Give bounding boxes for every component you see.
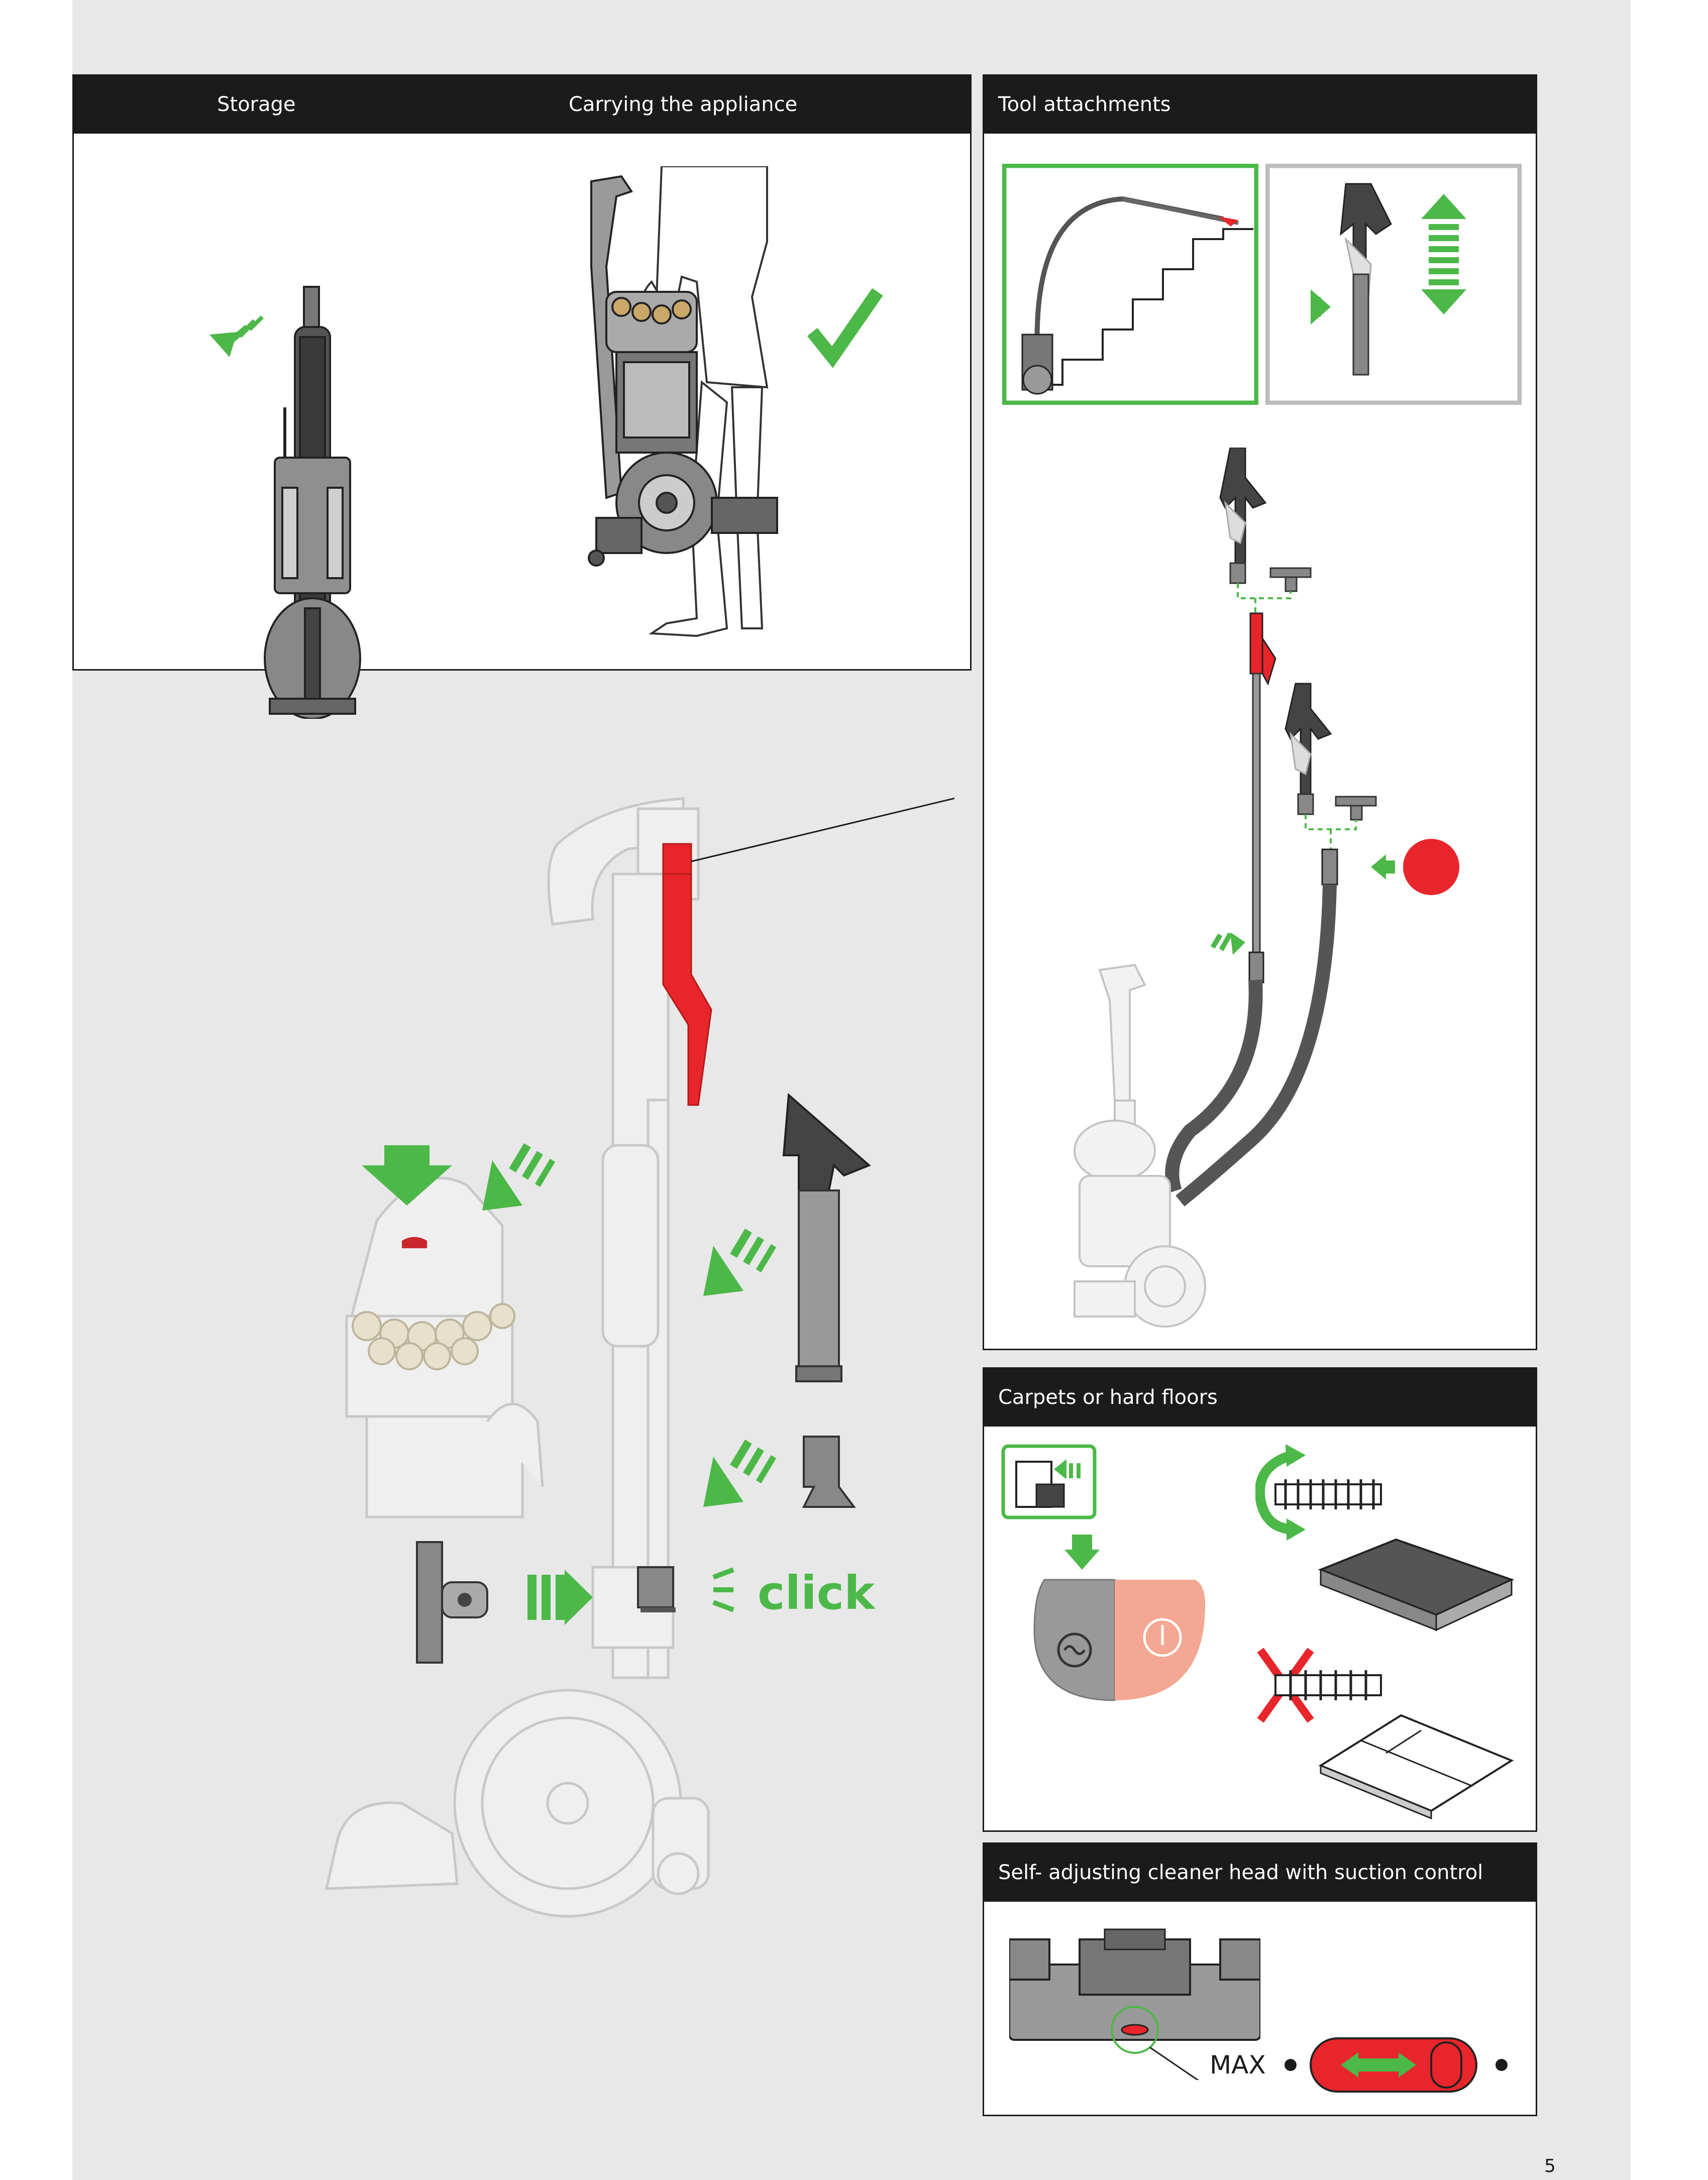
carpets-floors-header: Carpets or hard floors xyxy=(984,1369,1536,1427)
carpet-mode-button xyxy=(1034,1580,1115,1700)
brush-bar-icon xyxy=(1275,1484,1381,1504)
storage-illustration xyxy=(199,176,431,719)
wand-icon xyxy=(1249,613,1275,983)
hose-end-icon xyxy=(1322,849,1337,885)
callout-line xyxy=(691,794,954,861)
crevice-tool-icon xyxy=(804,1437,854,1507)
diagonal-arrow-top-icon xyxy=(482,1145,553,1211)
hard-floor-illustration xyxy=(1255,1640,1527,1821)
red-indicator-dot xyxy=(1403,839,1459,895)
carpets-floors-title: Carpets or hard floors xyxy=(998,1369,1218,1427)
hose-left-icon xyxy=(1172,980,1255,1191)
tools-top-icon xyxy=(1220,448,1311,591)
plug-icon xyxy=(1036,1484,1064,1507)
click-connector-icon xyxy=(638,1567,676,1612)
tool-attachments-title: Tool attachments xyxy=(998,76,1171,134)
storage-title: Storage xyxy=(217,76,296,134)
max-label: MAX xyxy=(1210,2050,1266,2080)
click-burst-icon xyxy=(713,1570,733,1610)
tool-extend-illustration xyxy=(1265,164,1522,405)
stair-tool-icon xyxy=(784,1095,869,1381)
storage-carrying-panel: Storage Carrying the appliance xyxy=(72,74,972,671)
plug-in-illustration xyxy=(1001,1444,1097,1519)
power-mode-illustration xyxy=(1014,1530,1215,1710)
attach-arrow-icon xyxy=(1371,854,1386,880)
carpets-floors-panel: Carpets or hard floors xyxy=(983,1367,1537,1832)
page-number: 5 xyxy=(1544,2156,1556,2176)
storage-vacuum-icon xyxy=(265,287,360,719)
cleaner-head-header: Self- adjusting cleaner head with suctio… xyxy=(984,1844,1536,1902)
down-arrow-icon xyxy=(1064,1550,1100,1570)
motion-arrow-icon xyxy=(1213,932,1245,955)
suction-slider-icon xyxy=(1122,2025,1148,2035)
main-vacuum-illustration xyxy=(301,794,954,1924)
max-dot xyxy=(1285,2059,1297,2071)
wand-hose-illustration xyxy=(1024,448,1527,1332)
carpet-brush-illustration xyxy=(1255,1444,1527,1635)
diagonal-arrow-mid-icon xyxy=(703,1231,774,1296)
stairs-cleaning-illustration xyxy=(1002,164,1258,405)
carrying-title: Carrying the appliance xyxy=(569,76,797,134)
cleaner-head-title: Self- adjusting cleaner head with suctio… xyxy=(998,1844,1483,1902)
checkmark-icon xyxy=(812,292,878,357)
storage-carrying-header: Storage Carrying the appliance xyxy=(74,76,970,134)
min-dot xyxy=(1496,2059,1508,2071)
floor-mode-button xyxy=(1115,1580,1205,1700)
push-right-arrow-icon xyxy=(527,1570,593,1625)
red-wand-part-icon xyxy=(663,844,711,1105)
tool-attachments-panel: Tool attachments xyxy=(983,74,1537,1350)
tool-attachments-header: Tool attachments xyxy=(984,76,1536,134)
storage-arrow-icon xyxy=(209,317,262,357)
tools-side-icon xyxy=(1286,684,1376,820)
turbine-tool-icon xyxy=(417,1542,487,1663)
click-label: click xyxy=(758,1566,875,1620)
diagonal-arrow-low-icon xyxy=(703,1442,774,1507)
suction-control-icon xyxy=(1275,2032,1517,2098)
carrying-illustration xyxy=(576,166,938,669)
